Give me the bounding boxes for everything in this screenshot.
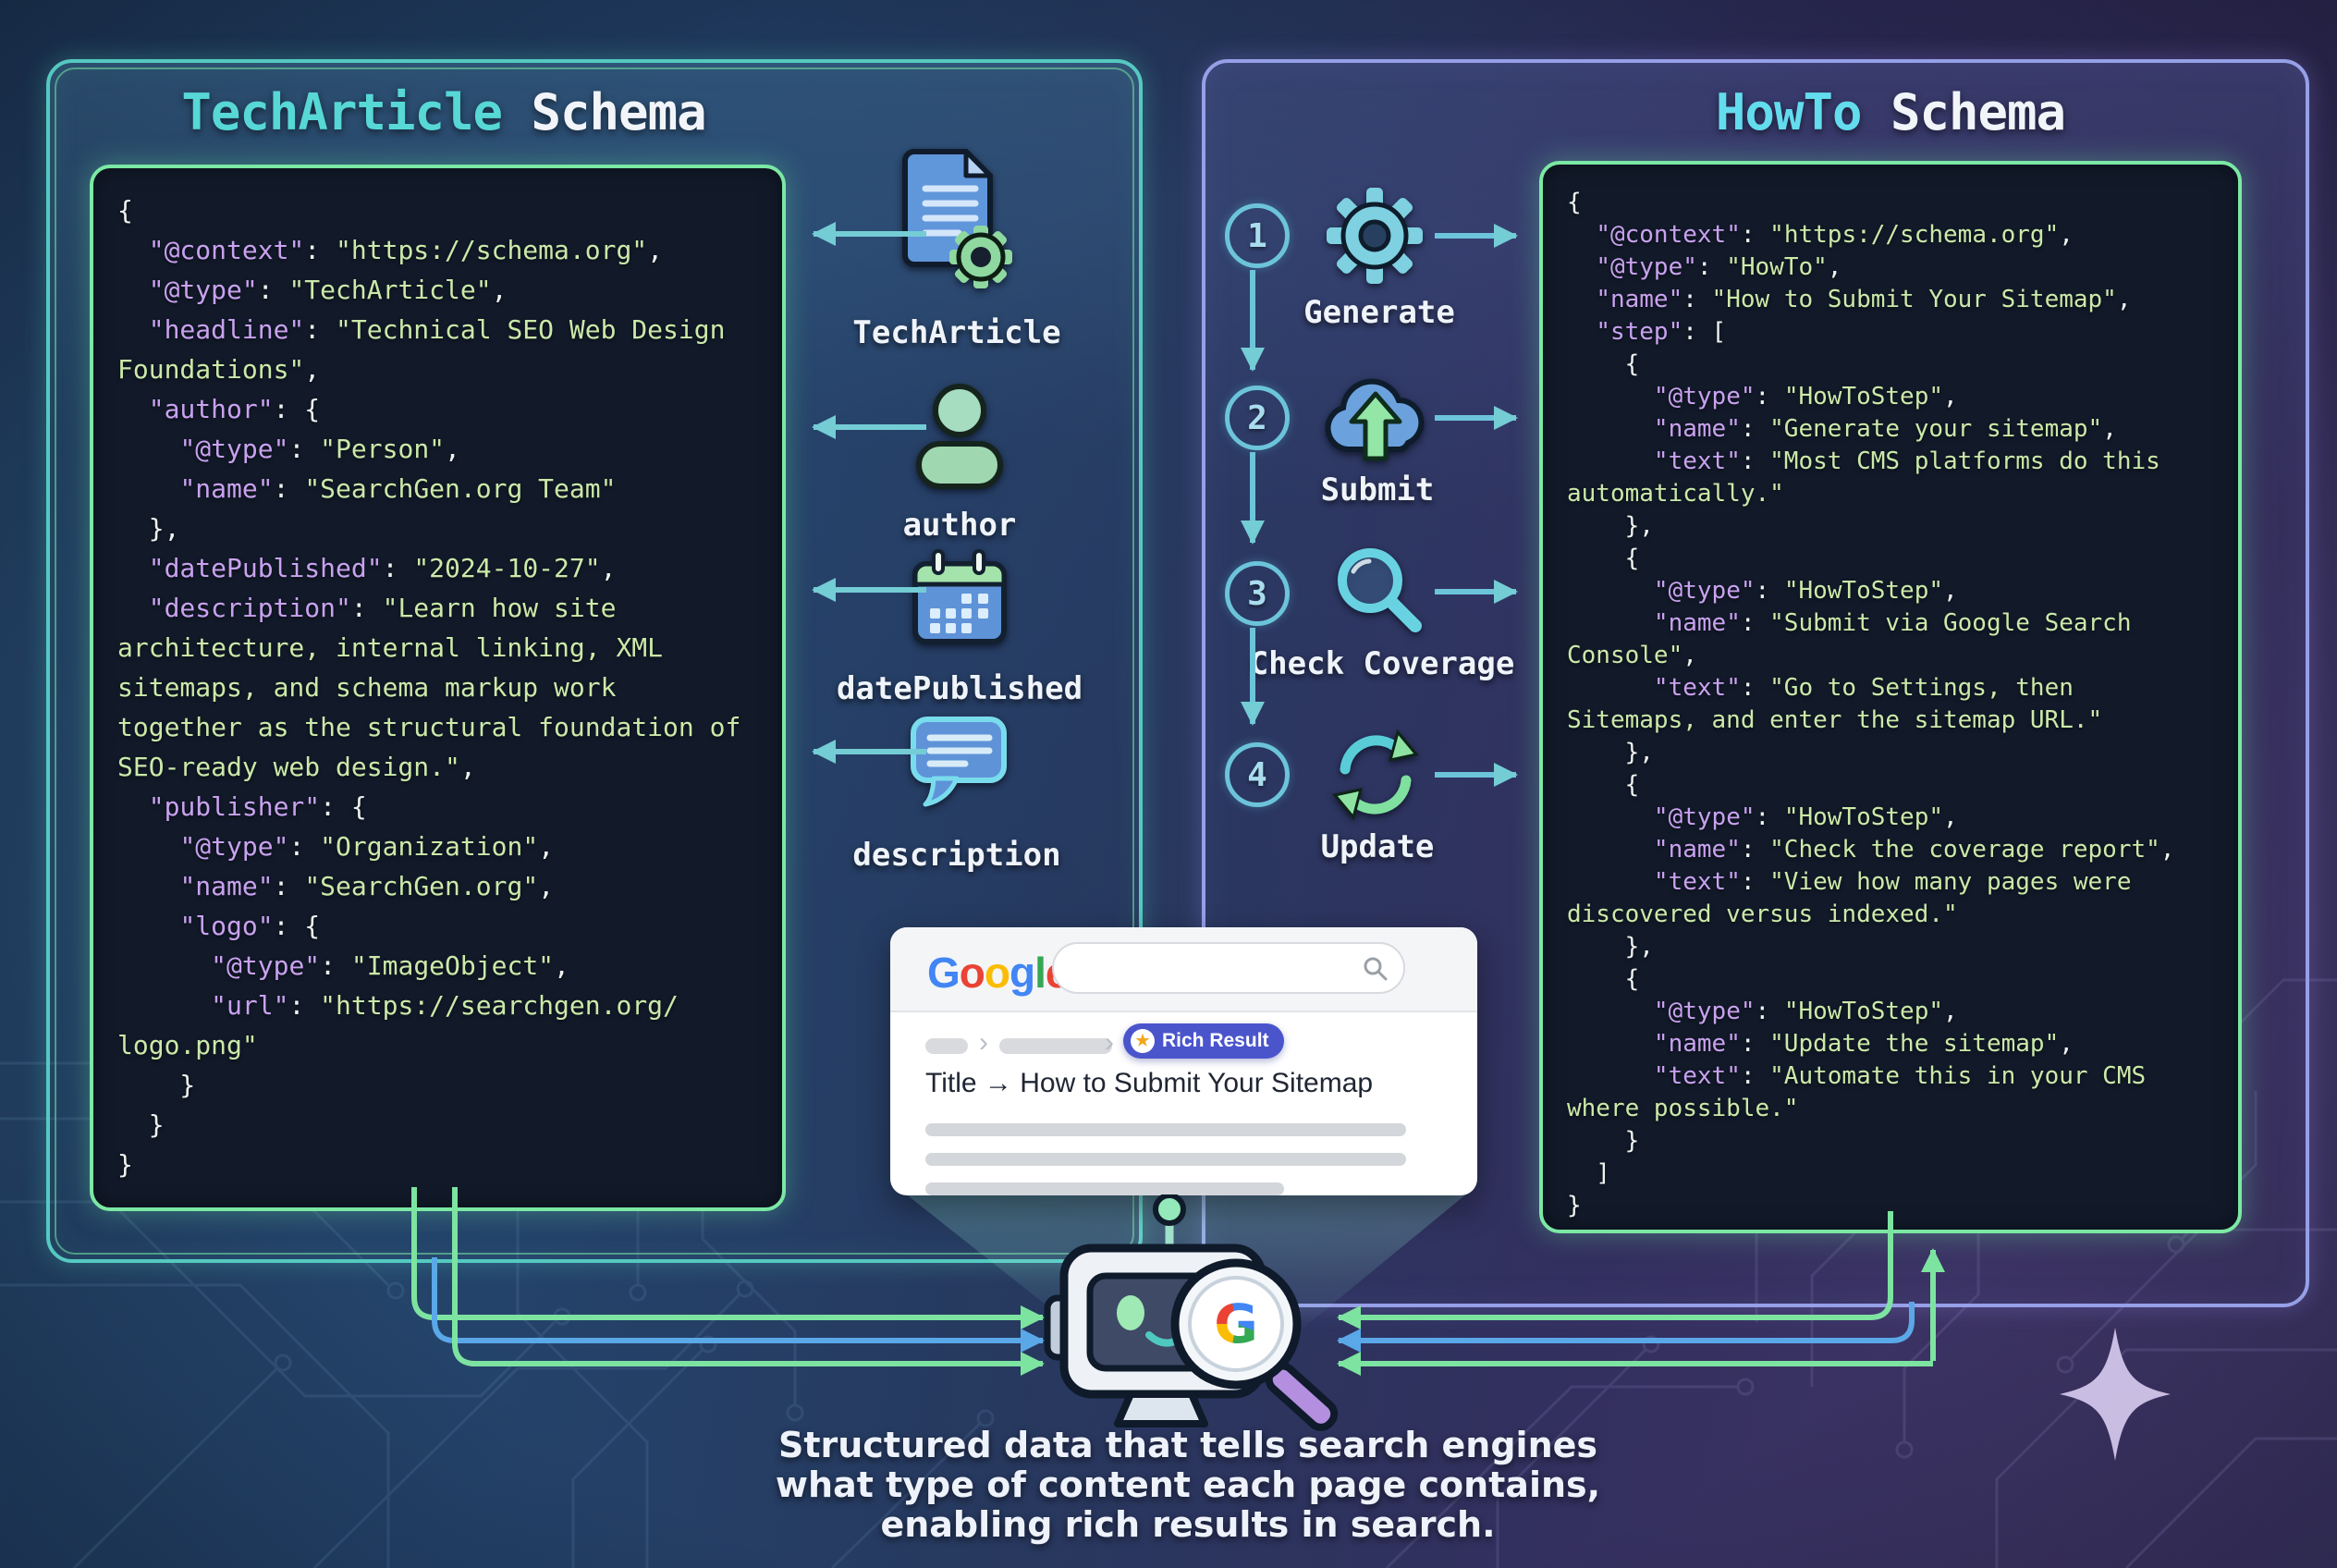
techarticle-title-accent: TechArticle: [181, 83, 503, 141]
caption-line-3: enabling rich results in search.: [880, 1504, 1496, 1545]
caption-line-2: what type of content each page contains,: [775, 1464, 1601, 1505]
refresh-icon: [1324, 723, 1427, 830]
field-label-techarticle: TechArticle: [852, 314, 1061, 351]
rich-result-badge: ★ Rich Result: [1123, 1023, 1284, 1059]
breadcrumb-pill: [925, 1038, 968, 1054]
search-icon: [1364, 957, 1388, 981]
document-gear-icon: [901, 146, 1014, 298]
search-result-title[interactable]: Title → How to Submit Your Sitemap: [925, 1068, 1374, 1098]
howto-title-accent: HowTo: [1715, 83, 1863, 141]
rich-result-badge-label: Rich Result: [1162, 1030, 1269, 1051]
result-snippet-line: [925, 1153, 1406, 1166]
field-label-datepublished: datePublished: [836, 670, 1083, 707]
chevron-right-icon: ›: [1105, 1027, 1114, 1058]
step-label-update: Update: [1320, 828, 1435, 865]
gear-icon: [1324, 185, 1425, 290]
cloud-upload-icon: [1315, 368, 1437, 475]
google-search-header: Google: [890, 927, 1477, 1012]
result-snippet-line: [925, 1123, 1406, 1136]
magnifier-icon: [1327, 541, 1430, 648]
speech-bubble-icon: [908, 714, 1011, 819]
field-label-author: author: [902, 507, 1017, 544]
google-logo: Google: [927, 949, 1069, 997]
star-icon: ★: [1131, 1029, 1155, 1053]
step-number-4: 4: [1225, 742, 1290, 807]
search-input[interactable]: [1052, 942, 1405, 994]
step-label-generate: Generate: [1303, 294, 1455, 331]
calendar-icon: [908, 547, 1011, 653]
caption-line-1: Structured data that tells search engine…: [777, 1425, 1598, 1465]
step-number-2: 2: [1225, 386, 1290, 450]
techarticle-schema-title: TechArticle Schema: [181, 83, 706, 141]
sparkle-icon: [2060, 1328, 2171, 1461]
breadcrumb-pill: [999, 1038, 1112, 1054]
step-label-submit: Submit: [1320, 472, 1435, 508]
google-search-card: Google › › ★ Rich Result Title → How to …: [890, 927, 1477, 1195]
techarticle-json-code: { "@context": "https://schema.org", "@ty…: [90, 165, 786, 1211]
person-icon: [909, 381, 1010, 509]
field-label-description: description: [852, 837, 1061, 874]
chevron-right-icon: ›: [979, 1027, 988, 1058]
step-label-check-coverage: Check Coverage: [1249, 645, 1515, 682]
result-snippet-line: [925, 1182, 1284, 1195]
robot-mascot: [1044, 1194, 1339, 1431]
step-number-1: 1: [1225, 203, 1290, 268]
howto-schema-title: HowTo Schema: [1715, 83, 2066, 141]
google-g-logo: G: [1204, 1292, 1268, 1355]
caption: Structured data that tells search engine…: [679, 1426, 1696, 1545]
step-number-3: 3: [1225, 561, 1290, 626]
